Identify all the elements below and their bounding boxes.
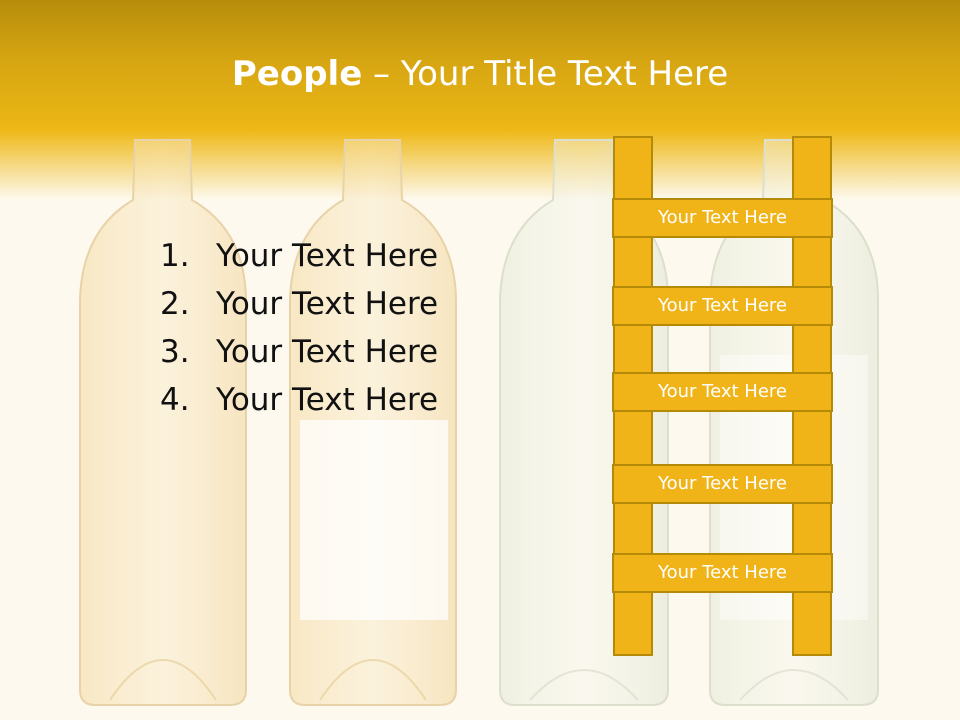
ladder-rung-2: Your Text Here: [612, 286, 833, 326]
ladder-rung-5: Your Text Here: [612, 553, 833, 593]
bottle-2-label: [300, 420, 448, 620]
ladder-rung-3: Your Text Here: [612, 372, 833, 412]
ladder-rung-1: Your Text Here: [612, 198, 833, 238]
list-item: 1.Your Text Here: [160, 238, 439, 274]
list-item: 3.Your Text Here: [160, 334, 439, 370]
title-bold: People: [231, 54, 363, 94]
numbered-list: 1.Your Text Here 2.Your Text Here 3.Your…: [160, 232, 438, 424]
ladder-rung-4: Your Text Here: [612, 464, 833, 504]
list-item: 2.Your Text Here: [160, 286, 439, 322]
list-item: 4.Your Text Here: [160, 382, 439, 418]
slide-title: People – Your Title Text Here: [0, 52, 960, 96]
bottle-1: [79, 139, 247, 706]
title-rest: – Your Title Text Here: [362, 54, 729, 94]
